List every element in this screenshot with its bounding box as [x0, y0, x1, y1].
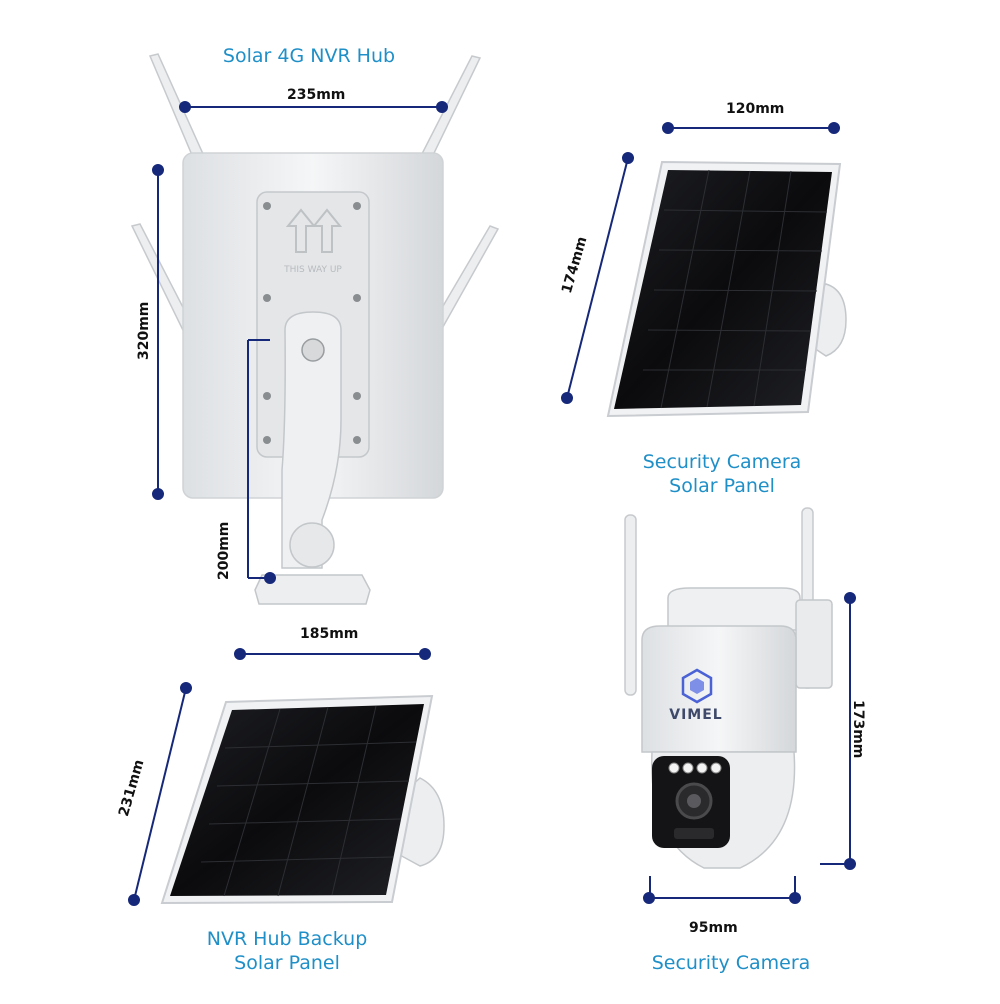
security-camera-illustration: VIMEL: [624, 507, 833, 869]
camera-panel-caption-line1: Security Camera: [642, 451, 802, 473]
hub-panel-cells: [170, 704, 424, 896]
hub-width-label: 235mm: [287, 87, 346, 103]
camera-panel-caption-line2: Solar Panel: [669, 475, 775, 497]
camera-height-label: 173mm: [850, 700, 866, 759]
camera-body: [641, 625, 797, 753]
bracket-screw-icon: [301, 338, 325, 362]
hub-screws: [263, 202, 361, 444]
hub-panel-caption-line1: NVR Hub Backup: [206, 928, 368, 950]
hub-panel-width-label: 185mm: [300, 626, 359, 642]
vimel-logo: VIMEL: [669, 668, 722, 723]
hub-caption: Solar 4G NVR Hub: [222, 45, 396, 67]
camera-panel-dimension-lines: [561, 122, 840, 404]
camera-antenna-left: [624, 514, 637, 696]
camera-width-label: 95mm: [689, 920, 738, 936]
camera-sensor: [674, 828, 714, 839]
camera-brand: VIMEL: [669, 707, 722, 723]
camera-panel-cells: [614, 170, 832, 409]
camera-top-cap: [667, 587, 801, 631]
bracket-joint: [289, 522, 335, 568]
hub-panel-caption-line2: Solar Panel: [234, 952, 340, 974]
camera-solar-panel-illustration: [606, 160, 847, 418]
hub-mount-bracket: [281, 311, 342, 569]
camera-caption: Security Camera: [651, 952, 811, 974]
hub-panel-grid: [200, 705, 417, 897]
nvr-hub-illustration: THIS WAY UP: [130, 53, 500, 605]
hub-mount-label: 200mm: [216, 521, 232, 580]
camera-panel-grid: [643, 169, 828, 409]
hub-panel-dimension-lines: [128, 648, 431, 906]
hub-dimension-lines: [152, 101, 448, 584]
hub-solar-panel-illustration: [160, 694, 445, 905]
hub-mount-base: [254, 574, 371, 605]
camera-side-housing: [795, 599, 833, 689]
camera-dimension-lines: [643, 592, 856, 904]
hub-back-label: THIS WAY UP: [283, 265, 342, 275]
camera-panel-width-label: 120mm: [726, 101, 785, 117]
hub-height-label: 320mm: [136, 301, 152, 360]
camera-leds: [668, 762, 722, 774]
up-arrow-icon: [285, 208, 343, 253]
